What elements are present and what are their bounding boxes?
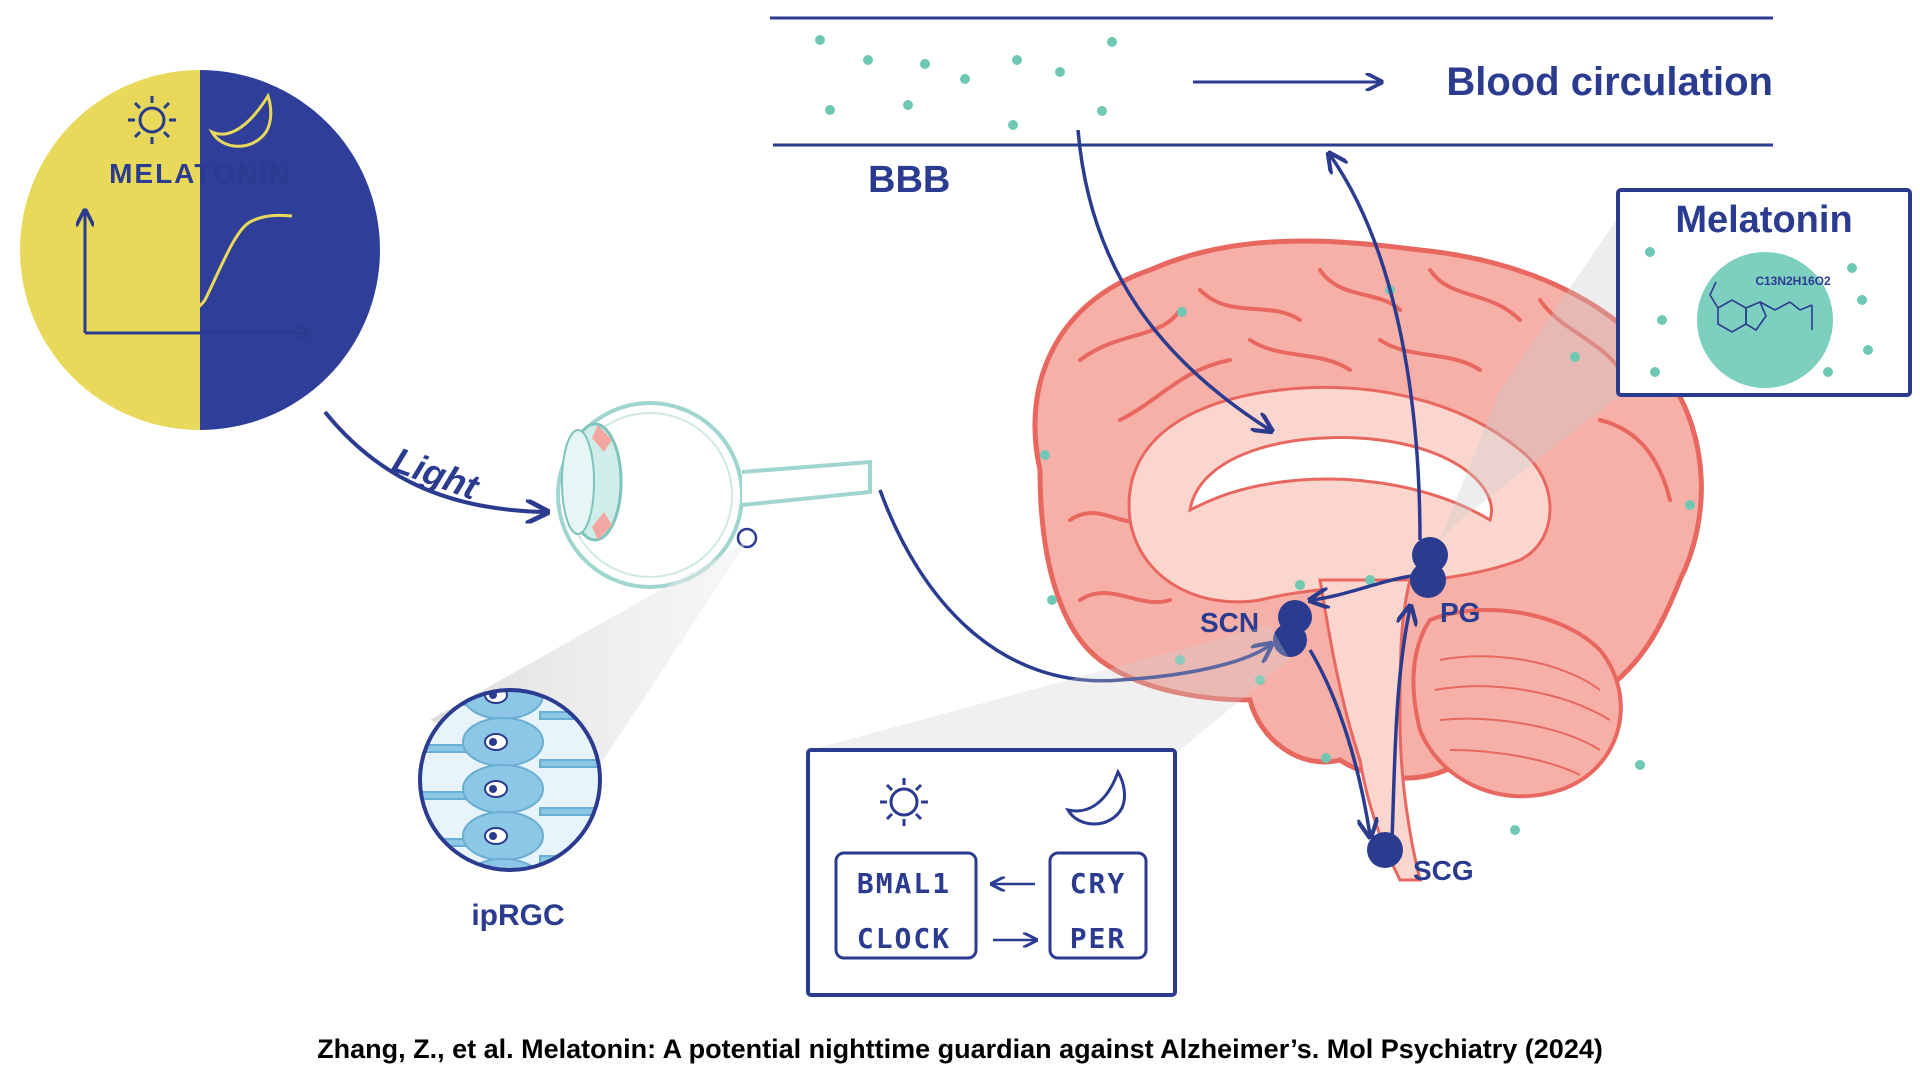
cry-label: CRY (1070, 867, 1127, 900)
eye (556, 401, 872, 589)
iprgc-label: ipRGC (471, 899, 564, 932)
sun-icon (880, 778, 928, 826)
moon-icon (1065, 768, 1127, 826)
light-label: Light (387, 439, 486, 508)
scg-to-pg-arrow (1390, 608, 1410, 841)
per-label: PER (1070, 922, 1127, 955)
scg-node (1367, 832, 1403, 868)
sun-icon (128, 96, 176, 144)
blood-to-brain-arrow (1076, 129, 1270, 430)
melatonin-clock-title: MELATONIN (109, 158, 291, 189)
pathway-arrows (878, 129, 1422, 841)
bbb-label: BBB (868, 159, 950, 201)
melatonin-curve (89, 213, 293, 327)
light-arrow (323, 410, 545, 512)
bmal1-label: BMAL1 (857, 867, 951, 900)
optic-nerve-arrow (878, 489, 1270, 683)
scn-label: SCN (1200, 607, 1259, 638)
melatonin-particles-blood (815, 35, 1117, 130)
clock-genes-box: BMAL1 CLOCK CRY PER (806, 748, 1177, 997)
blood-circulation-label: Blood circulation (1446, 60, 1773, 104)
brain (1032, 238, 1704, 882)
day-half (20, 70, 200, 430)
nuclei (1273, 537, 1448, 868)
pg-label: PG (1440, 597, 1480, 628)
moon-icon (208, 92, 273, 148)
pg-to-scn-arrow (1312, 573, 1419, 600)
pg-to-blood-arrow (1330, 155, 1422, 541)
molecule-zoom-beam (1440, 200, 1640, 540)
scg-label: SCG (1413, 855, 1474, 886)
citation: Zhang, Z., et al. Melatonin: A potential… (317, 1034, 1603, 1064)
night-half (200, 70, 380, 430)
scn-to-scg-arrow (1308, 649, 1370, 835)
molecule-formula: C13N2H16O2 (1755, 274, 1831, 288)
molecule-title: Melatonin (1675, 199, 1852, 241)
melatonin-molecule-box: Melatonin C13N2H16O2 (1616, 188, 1912, 397)
retina-zoom-point (736, 527, 758, 549)
melatonin-axes (85, 212, 308, 333)
clock-label: CLOCK (857, 922, 951, 955)
molecule-circle (1697, 252, 1833, 388)
blood-vessel: Blood circulation BBB (770, 16, 1773, 201)
melatonin-day-night-circle: MELATONIN (20, 70, 380, 430)
molecule-structure (1709, 281, 1813, 333)
